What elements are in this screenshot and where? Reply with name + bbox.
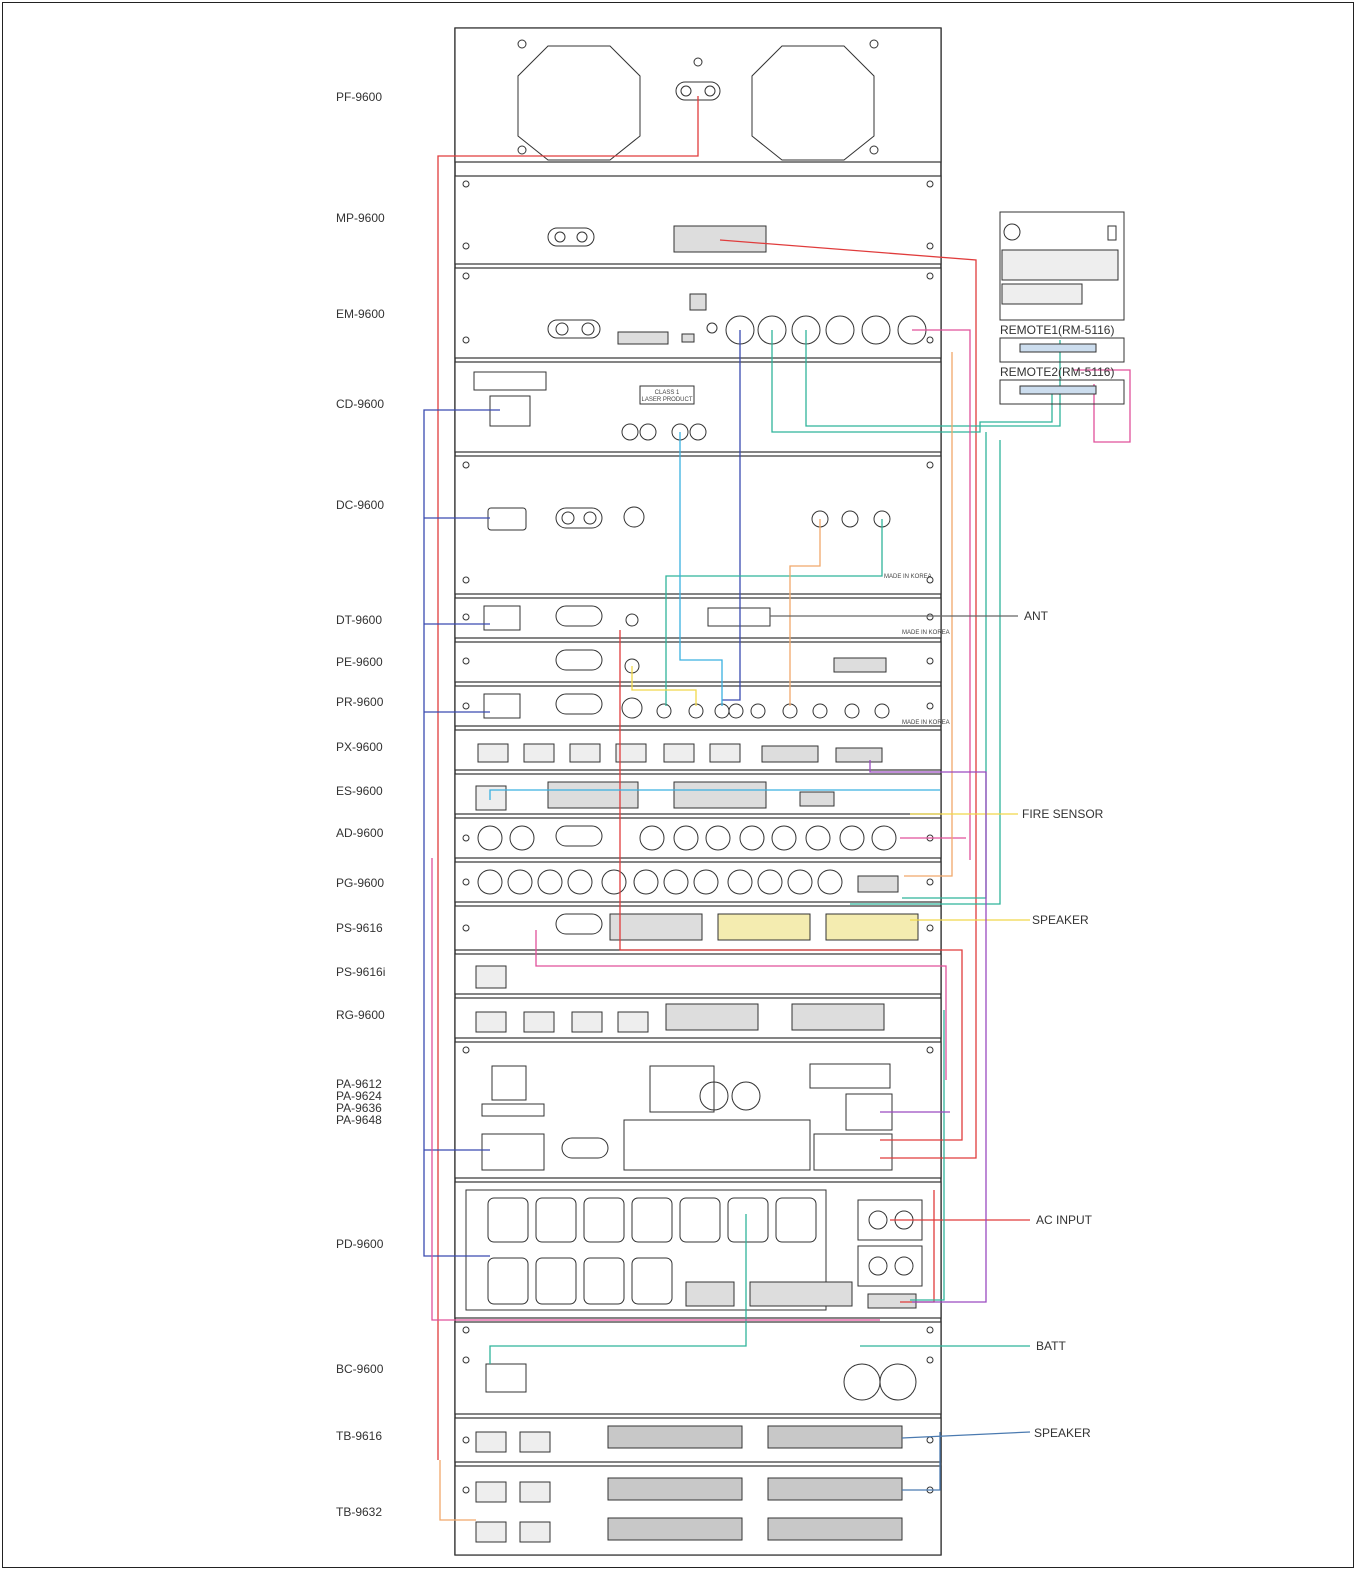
batt-label: BATT <box>1036 1339 1066 1353</box>
wire-red-3 <box>619 630 963 1141</box>
panel-pa <box>454 1041 942 1179</box>
wire-magenta-5 <box>535 930 947 1080</box>
panel-cd <box>454 361 942 453</box>
panel-psi <box>454 953 942 995</box>
unit-label-pr: PR-9600 <box>336 695 384 709</box>
wire-red-1 <box>437 96 699 1460</box>
panel-dt <box>454 597 942 639</box>
wire-blue-1 <box>423 409 500 1257</box>
made-in-korea-dc: MADE IN KOREA <box>884 574 932 580</box>
wire-blue-6 <box>722 330 741 701</box>
wire-teal-6 <box>910 1010 945 1301</box>
mounting-holes <box>462 39 934 1494</box>
wire-teal-2 <box>771 330 1053 433</box>
wire-magenta-1 <box>912 329 971 860</box>
panel-bc <box>454 1321 942 1415</box>
unit-label-psi: PS-9616i <box>336 965 385 979</box>
remote-master-box <box>999 211 1125 321</box>
panel-details <box>465 45 927 1543</box>
unit-label-rg: RG-9600 <box>336 1008 385 1022</box>
remote1-label: REMOTE1(RM-5116) <box>1000 323 1114 337</box>
remote2-panel <box>999 379 1125 405</box>
unit-label-pg: PG-9600 <box>336 876 384 890</box>
wire-orange-1 <box>789 519 821 706</box>
made-in-korea-pr: MADE IN KOREA <box>902 720 950 726</box>
unit-label-pa-1: PA-9612 <box>336 1077 382 1091</box>
unit-label-ad: AD-9600 <box>336 826 384 840</box>
unit-label-bc: BC-9600 <box>336 1362 384 1376</box>
unit-label-cd: CD-9600 <box>336 397 384 411</box>
unit-label-mp: MP-9600 <box>336 211 385 225</box>
remote-units <box>999 211 1125 405</box>
unit-panels <box>454 27 942 1556</box>
unit-label-tb32: TB-9632 <box>336 1505 382 1519</box>
wire-yellow-1 <box>631 666 697 706</box>
unit-label-pe: PE-9600 <box>336 655 383 669</box>
remote2-label: REMOTE2(RM-5116) <box>1000 365 1114 379</box>
wire-steel-1 <box>901 1431 1031 1439</box>
fire-sensor-label: FIRE SENSOR <box>1022 807 1104 821</box>
wire-teal-5 <box>850 440 1001 905</box>
panel-dc <box>454 455 942 595</box>
made-in-korea-dt: MADE IN KOREA <box>902 630 950 636</box>
unit-label-es: ES-9600 <box>336 784 383 798</box>
wire-orange-2 <box>904 352 953 877</box>
laser-line-2: LASER PRODUCT <box>641 397 692 403</box>
wire-magenta-3 <box>431 858 880 1321</box>
unit-label-dt: DT-9600 <box>336 613 382 627</box>
wire-steel-2 <box>902 1432 941 1491</box>
panel-pr <box>454 685 942 727</box>
speaker-label-1: SPEAKER <box>1032 913 1089 927</box>
unit-label-pf: PF-9600 <box>336 90 382 104</box>
wire-orange-3 <box>439 1460 476 1521</box>
wire-red-2 <box>719 239 977 1159</box>
external-labels: REMOTE1(RM-5116) REMOTE2(RM-5116) ANT FI… <box>1000 323 1114 1440</box>
wire-teal-1 <box>665 519 883 706</box>
wire-purple-1 <box>869 760 987 1303</box>
unit-label-pa-3: PA-9636 <box>336 1101 382 1115</box>
wire-cyan-1 <box>679 432 723 706</box>
panel-printed-text: CLASS 1 LASER PRODUCT MADE IN KOREA MADE… <box>641 390 949 726</box>
wire-magenta-2 <box>1074 369 1131 443</box>
unit-label-dc: DC-9600 <box>336 498 384 512</box>
remote1-panel <box>999 337 1125 363</box>
wiring <box>423 96 1131 1521</box>
unit-label-pa-4: PA-9648 <box>336 1113 382 1127</box>
wire-teal-3 <box>805 330 1061 427</box>
unit-label-pa-2: PA-9624 <box>336 1089 382 1103</box>
unit-label-em: EM-9600 <box>336 307 385 321</box>
unit-label-tb16: TB-9616 <box>336 1429 382 1443</box>
unit-label-px: PX-9600 <box>336 740 383 754</box>
panel-em <box>454 267 942 359</box>
speaker-label-2: SPEAKER <box>1034 1426 1091 1440</box>
ant-label: ANT <box>1024 609 1049 623</box>
laser-line-1: CLASS 1 <box>655 390 680 396</box>
wire-cyan-2 <box>489 789 940 800</box>
unit-label-pd: PD-9600 <box>336 1237 384 1251</box>
ac-input-label: AC INPUT <box>1036 1213 1093 1227</box>
unit-label-ps: PS-9616 <box>336 921 383 935</box>
rack-unit-labels: PF-9600 MP-9600 EM-9600 CD-9600 DC-9600 … <box>336 90 385 1519</box>
wire-teal-8 <box>489 1214 747 1364</box>
